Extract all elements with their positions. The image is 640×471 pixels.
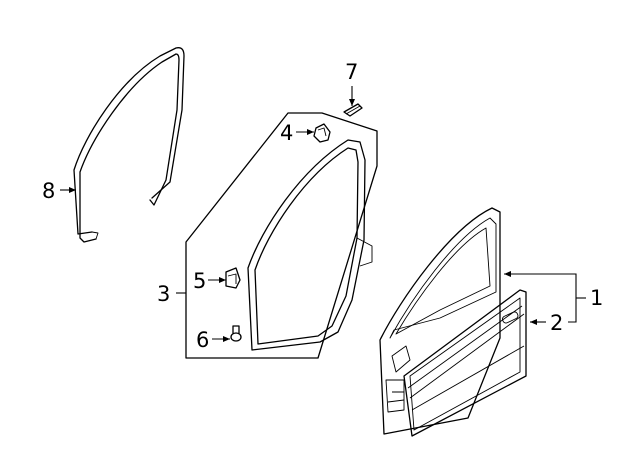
- door-shell-part: [379, 207, 501, 435]
- clip-part-4: [313, 123, 331, 143]
- clip-part-6: [230, 325, 242, 342]
- callout-2: 2: [550, 311, 563, 335]
- callout-8: 8: [42, 179, 55, 203]
- callout-4: 4: [280, 121, 293, 145]
- clip-part-5: [225, 267, 241, 289]
- callout-3: 3: [157, 282, 170, 306]
- callout-6: 6: [196, 328, 209, 352]
- upper-weatherstrip-part: [73, 47, 185, 243]
- callout-7: 7: [345, 60, 358, 84]
- outer-panel-part: [403, 289, 527, 437]
- door-opening-weatherstrip-group: [185, 112, 378, 359]
- callout-1: 1: [590, 286, 603, 310]
- clip-part-7: [343, 103, 363, 117]
- callout-5: 5: [193, 269, 206, 293]
- leader-lines: [60, 86, 586, 342]
